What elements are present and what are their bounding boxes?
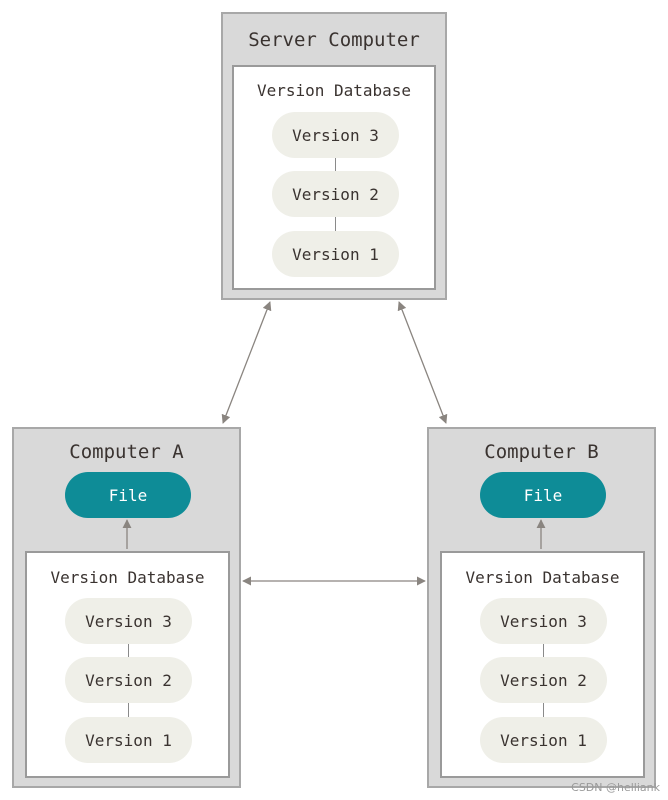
computer-b-file: File <box>480 472 606 518</box>
computer-b-database-title: Version Database <box>465 568 620 587</box>
computer-a-version-3: Version 3 <box>65 598 192 644</box>
computer-b-version-2: Version 2 <box>480 657 607 703</box>
computer-a-version-database: Version Database Version 3 Version 2 Ver… <box>25 551 230 778</box>
computer-b-version-3: Version 3 <box>480 598 607 644</box>
computer-a-title: Computer A <box>69 441 184 463</box>
server-version-3: Version 3 <box>272 112 399 158</box>
computer-a-version-2: Version 2 <box>65 657 192 703</box>
sync-arrow-server-computer-b <box>397 301 448 424</box>
computer-b: Computer B File Version Database Version… <box>427 427 656 788</box>
computer-b-version-database: Version Database Version 3 Version 2 Ver… <box>440 551 645 778</box>
computer-a-database-title: Version Database <box>50 568 205 587</box>
computer-a: Computer A File Version Database Version… <box>12 427 241 788</box>
server-version-database: Version Database Version 3 Version 2 Ver… <box>232 65 436 290</box>
server-version-1: Version 1 <box>272 231 399 277</box>
server-computer: Server Computer Version Database Version… <box>221 12 447 300</box>
watermark: CSDN @helliank <box>571 781 660 794</box>
computer-b-title: Computer B <box>484 441 599 463</box>
computer-b-version-1: Version 1 <box>480 717 607 763</box>
computer-a-version-1: Version 1 <box>65 717 192 763</box>
computer-a-file: File <box>65 472 191 518</box>
server-computer-title: Server Computer <box>248 29 420 51</box>
server-database-title: Version Database <box>256 81 412 100</box>
server-version-2: Version 2 <box>272 171 399 217</box>
sync-arrow-server-computer-a <box>221 301 272 424</box>
